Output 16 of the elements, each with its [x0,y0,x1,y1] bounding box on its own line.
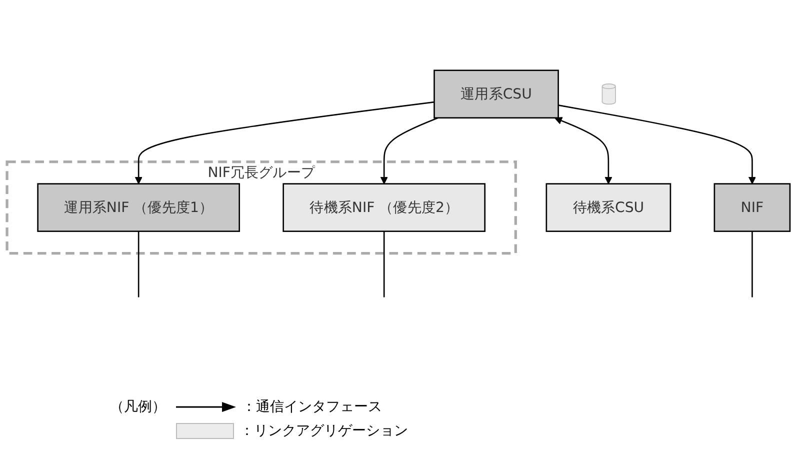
node-box: NIF [714,183,791,232]
node-box: 運用系CSU [434,70,559,118]
arrow [558,104,756,184]
connector [138,231,140,298]
legend-text: ：通信インタフェース [242,398,382,416]
arrow [380,117,438,184]
connector [752,231,753,298]
connector [383,231,385,298]
arrow [554,117,612,184]
node-box: 待機系CSU [546,183,672,232]
node-box: 運用系NIF （優先度1） [37,183,240,232]
node-cylinder [602,84,616,105]
legend-text: ：リンクアグリゲーション [240,422,408,440]
node-box: 待機系NIF （優先度2） [282,183,486,232]
arrow [134,101,434,184]
legend-heading: （凡例） [110,398,166,416]
